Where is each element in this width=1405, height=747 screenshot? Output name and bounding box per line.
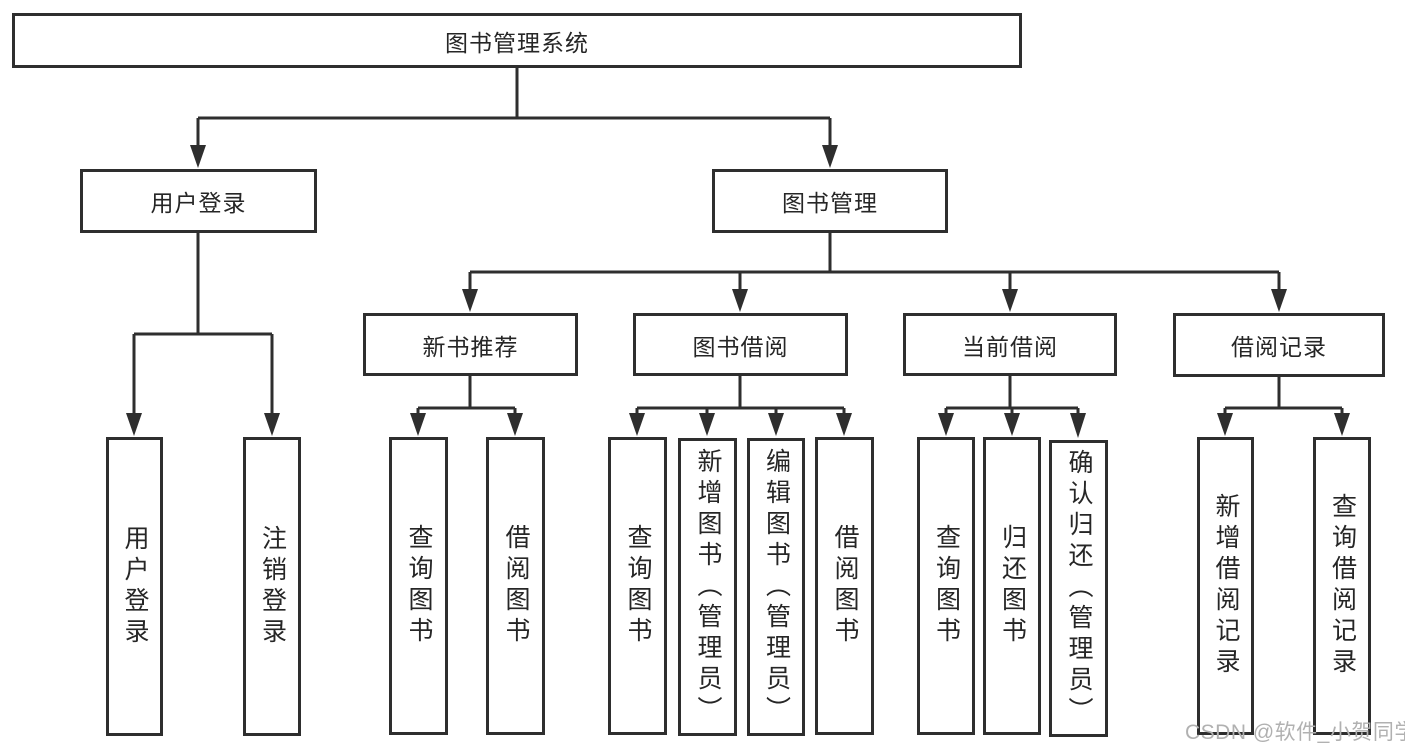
node-current-borrowing: 当前借阅 (903, 313, 1117, 376)
node-label: 查询图书 (624, 524, 652, 648)
node-leaf-borrow-books: 借阅图书 (815, 437, 874, 735)
node-label: 注销登录 (258, 524, 287, 649)
node-root-system: 图书管理系统 (12, 13, 1022, 68)
node-label: 用户登录 (121, 524, 149, 649)
node-label: 新书推荐 (422, 333, 519, 360)
node-leaf-add-books-admin: 新增图书（管理员） (678, 438, 737, 736)
node-label: 用户登录 (150, 190, 247, 216)
node-leaf-user-login: 用户登录 (106, 437, 163, 736)
node-label: 借阅图书 (502, 524, 530, 648)
node-book-borrowing: 图书借阅 (633, 313, 848, 376)
node-label: 确认归还（管理员） (1065, 449, 1093, 728)
node-label: 当前借阅 (962, 333, 1058, 360)
node-label: 借阅图书 (831, 524, 859, 648)
node-borrowing-records: 借阅记录 (1173, 313, 1385, 377)
node-leaf-return-books: 归还图书 (983, 437, 1041, 735)
node-book-management: 图书管理 (712, 169, 948, 233)
node-leaf-confirm-return-admin: 确认归还（管理员） (1049, 440, 1108, 737)
csdn-watermark: CSDN @软件_小贺同学 (1185, 721, 1405, 744)
arrowheads (126, 145, 1350, 438)
node-leaf-borrow-books-recommend: 借阅图书 (486, 437, 545, 735)
node-leaf-logout: 注销登录 (243, 437, 301, 736)
node-leaf-query-books-recommend: 查询图书 (389, 437, 448, 735)
node-leaf-edit-books-admin: 编辑图书（管理员） (747, 438, 805, 736)
node-label: 新增图书（管理员） (694, 447, 722, 727)
node-leaf-query-borrow-record: 查询借阅记录 (1313, 437, 1371, 735)
node-root-label: 图书管理系统 (445, 29, 589, 56)
node-label: 查询借阅记录 (1328, 493, 1357, 679)
node-label: 查询图书 (932, 524, 961, 648)
node-label: 查询图书 (405, 524, 433, 648)
node-label: 借阅记录 (1231, 334, 1327, 360)
node-user-login: 用户登录 (80, 169, 317, 233)
node-label: 编辑图书（管理员） (762, 447, 791, 727)
node-label: 图书管理 (782, 190, 878, 216)
node-leaf-query-books-current: 查询图书 (917, 437, 975, 735)
node-new-book-recommend: 新书推荐 (363, 313, 578, 376)
node-label: 归还图书 (998, 524, 1027, 648)
node-leaf-query-books-borrowing: 查询图书 (608, 437, 667, 735)
node-leaf-add-borrow-record: 新增借阅记录 (1197, 437, 1254, 735)
node-label: 图书借阅 (692, 333, 789, 360)
node-label: 新增借阅记录 (1212, 493, 1240, 679)
